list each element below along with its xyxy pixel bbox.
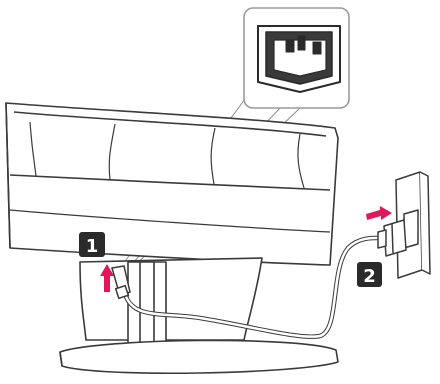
- plug-in-arrow-icon-monitor: [100, 264, 114, 292]
- monitor-side-plug: [111, 265, 131, 300]
- wall-side-plug: [377, 219, 407, 257]
- monitor-back: [5, 102, 339, 266]
- step-2-badge: 2: [357, 262, 382, 287]
- step-1-label: 1: [86, 236, 99, 257]
- step-1-badge: 1: [79, 232, 105, 257]
- power-cable: [121, 235, 391, 339]
- power-socket-closeup-icon: [257, 25, 341, 93]
- plug-in-arrow-icon: [366, 206, 392, 220]
- step-2-label: 2: [363, 266, 376, 287]
- power-socket-closeup: [243, 7, 350, 109]
